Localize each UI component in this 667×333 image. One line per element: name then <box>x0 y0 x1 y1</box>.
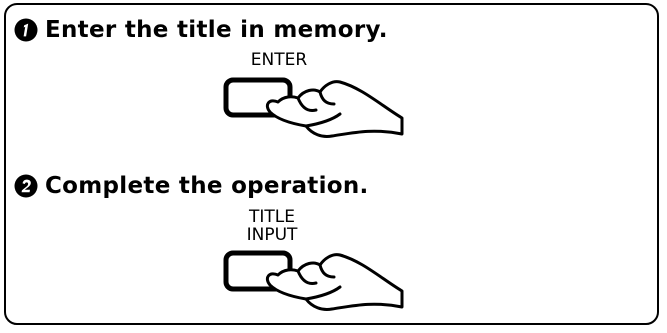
step-2-heading: Complete the operation. <box>14 173 369 199</box>
press-enter-button-illustration <box>223 77 404 138</box>
instruction-panel <box>4 3 659 325</box>
press-title-input-button-illustration <box>223 250 404 311</box>
pressing-finger-icon <box>265 80 404 138</box>
step-2-text: Complete the operation. <box>45 173 369 199</box>
circled-digit-two-icon <box>14 174 38 198</box>
step-1-text: Enter the title in memory. <box>45 17 388 43</box>
circled-digit-one-icon <box>14 18 38 42</box>
enter-button-label: ENTER <box>250 50 308 70</box>
step-1-heading: Enter the title in memory. <box>14 17 388 43</box>
title-input-button-label-line2: INPUT <box>246 225 298 245</box>
pressing-finger-icon <box>265 253 404 311</box>
title-input-button-label-line1: TITLE <box>249 207 295 227</box>
